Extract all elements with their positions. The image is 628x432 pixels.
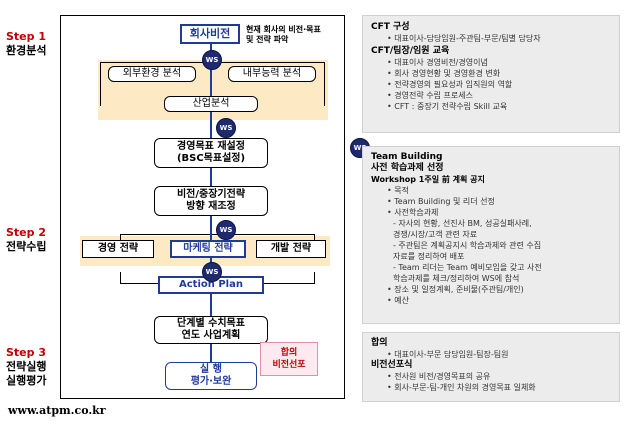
step-1-title: 환경분석 — [6, 44, 47, 57]
panel-training-item: • 경영전략 수립 프로세스 — [387, 91, 473, 100]
panel-team-item: • 사전학습과제 — [387, 208, 439, 217]
goal-line-2: (BSC목표설정) — [176, 153, 246, 164]
panel-team-item: • Team Building 및 리더 선정 — [387, 197, 495, 206]
annual-plan-box: 단계별 수치목표 연도 사업계획 — [154, 316, 268, 344]
panel-consensus-heading: 합의 — [371, 338, 388, 348]
workshop-icon: WS — [216, 220, 236, 240]
panel-consensus-item: • 대표이사-부문 담당임원-팀장-팀원 — [387, 350, 509, 359]
panel-team-notice: Workshop 1주일 前 계획 공지 — [371, 175, 485, 184]
step-2-title: 전략수립 — [6, 240, 47, 253]
execute-line-2: 평가·보완 — [190, 376, 232, 387]
consensus-line-1: 합의 — [280, 348, 298, 358]
panel-ceremony-heading: 비전선포식 — [371, 360, 413, 370]
panel-training-item: • 대표이사 경영비전/경영이념 — [387, 58, 488, 67]
plan-line-2: 연도 사업계획 — [181, 330, 241, 341]
step-3-title-2: 실행평가 — [6, 374, 47, 387]
panel-training-item: • 회사 경영현황 및 경영환경 변화 — [387, 69, 501, 78]
process-frame — [60, 15, 345, 399]
top-note-line-2: 및 전략 파악 — [246, 35, 289, 44]
external-analysis-box: 외부환경 분석 — [108, 66, 196, 82]
panel-cft-heading: CFT 구성 — [371, 22, 410, 32]
marketing-strategy-box: 마케팅 전략 — [170, 240, 246, 258]
step-2: Step 2 전략수립 — [6, 226, 46, 254]
step-3-title-1: 전략실행 — [6, 360, 47, 373]
management-strategy-box: 경영 전략 — [82, 240, 154, 258]
panel-team-subitem: 자료를 정리하여 배포 — [393, 252, 465, 261]
panel-team-item: • 예산 — [387, 296, 409, 305]
step-3: Step 3 전략실행 실행평가 — [6, 346, 46, 388]
goal-line-1: 경영목표 재설정 — [177, 141, 245, 152]
development-strategy-box: 개발 전략 — [256, 240, 326, 258]
panel-team-subitem: - Team 리더는 Team 예비모임을 갖고 사전 — [393, 263, 542, 272]
panel-training-item: • 전략경영의 필요성과 임직원의 역할 — [387, 80, 513, 89]
vision-line-2: 방향 재조정 — [186, 201, 236, 212]
top-note-line-1: 현재 회사의 비전·목표 — [246, 25, 321, 34]
goal-reset-box: 경영목표 재설정 (BSC목표설정) — [154, 138, 268, 168]
step-1: Step 1 환경분석 — [6, 30, 46, 58]
step-3-label: Step 3 — [6, 346, 46, 359]
panel-ceremony-item: • 회사-부문-팀-개인 차원의 경영목표 일체화 — [387, 383, 536, 392]
panel-team-item: • 목적 — [387, 186, 409, 195]
industry-analysis-box: 산업분석 — [164, 96, 258, 112]
panel-consensus: 합의 • 대표이사-부문 담당임원-팀장-팀원 비전선포식 • 전사원 비전/경… — [362, 332, 620, 402]
panel-team-subheading: 사전 학습과제 선정 — [371, 163, 444, 173]
workshop-icon: WS — [202, 262, 222, 282]
vision-line-1: 비전/중장기전략 — [176, 189, 246, 200]
panel-ceremony-item: • 전사원 비전/경영목표의 공유 — [387, 372, 491, 381]
consensus-box: 합의 비전선포 — [260, 342, 318, 376]
panel-cft-item: • 대표이사-담당임원-주관팀-부문/팀별 담당자 — [387, 34, 541, 43]
plan-line-1: 단계별 수치목표 — [177, 318, 245, 329]
workshop-icon: WS — [216, 118, 236, 138]
panel-team-subitem: 경쟁/시장/고객 관련 자료 — [393, 230, 478, 239]
panel-training-heading: CFT/팀장/임원 교육 — [371, 46, 450, 56]
panel-team-heading: Team Building — [371, 152, 443, 162]
panel-team-building: Team Building 사전 학습과제 선정 Workshop 1주일 前 … — [362, 146, 620, 324]
execute-line-1: 실 행 — [200, 364, 222, 375]
execute-evaluate-box: 실 행 평가·보완 — [165, 362, 257, 390]
panel-team-subitem: - 주관팀은 계획공지시 학습과제와 관련 수집 — [393, 241, 542, 250]
panel-cft: CFT 구성 • 대표이사-담당임원-주관팀-부문/팀별 담당자 CFT/팀장/… — [362, 15, 620, 133]
panel-team-subitem: 학습과제를 체크/정리하여 WS에 참석 — [393, 274, 520, 283]
consensus-line-2: 비전선포 — [272, 360, 306, 370]
footer-url: www.atpm.co.kr — [8, 404, 106, 417]
step-1-label: Step 1 — [6, 30, 46, 43]
top-note: 현재 회사의 비전·목표 및 전략 파악 — [246, 25, 321, 45]
step-2-label: Step 2 — [6, 226, 46, 239]
workshop-icon: WS — [202, 50, 222, 70]
internal-analysis-box: 내부능력 분석 — [228, 66, 316, 82]
panel-team-subitem: - 자사의 현황, 선진사 BM, 성공실패사례, — [393, 219, 532, 228]
company-vision-box: 회사비전 — [180, 24, 240, 44]
panel-training-item: • CFT : 중장기 전략수립 Skill 교육 — [387, 102, 508, 111]
vision-strategy-box: 비전/중장기전략 방향 재조정 — [154, 186, 268, 216]
panel-team-item: • 장소 및 일정계획, 준비물(주관팀/개인) — [387, 285, 524, 294]
